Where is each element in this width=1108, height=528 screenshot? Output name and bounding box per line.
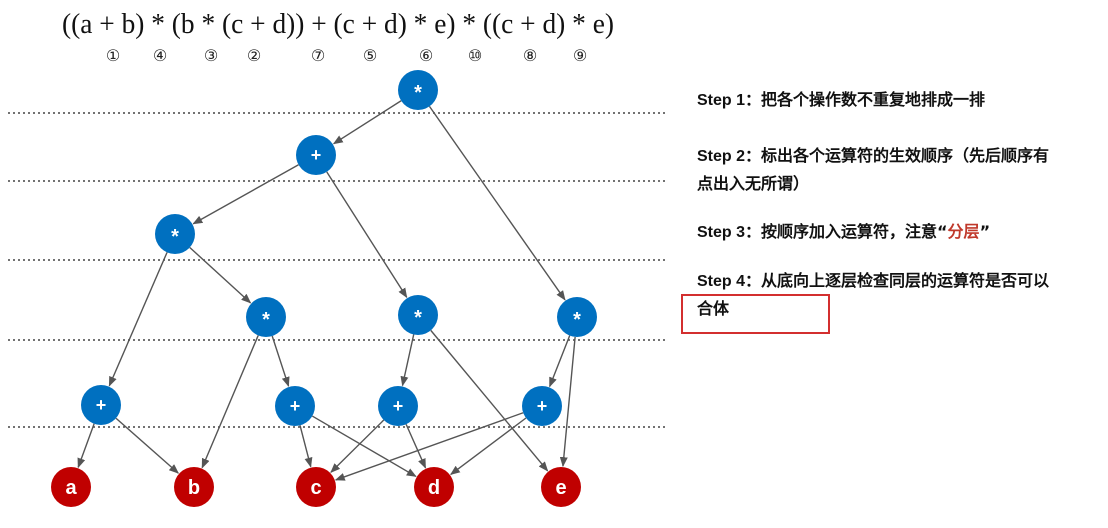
- node-label: e: [555, 477, 566, 499]
- operator-circle: [378, 386, 418, 426]
- operand-circle: [51, 467, 91, 507]
- edge-n9-d: [405, 423, 427, 469]
- edge-n10-d: [449, 417, 527, 475]
- step-2: Step 2：标出各个运算符的生效顺序（先后顺序有点出入无所谓）: [697, 142, 1062, 197]
- operand-node-d: d: [414, 467, 454, 507]
- node-label: +: [290, 396, 301, 416]
- edge-n4-b: [201, 335, 259, 469]
- node-label: *: [262, 309, 270, 331]
- node-label: b: [188, 477, 200, 499]
- step-4: Step 4：从底向上逐层检查同层的运算符是否可以合体: [697, 267, 1062, 322]
- operand-node-c: c: [296, 467, 336, 507]
- edge-n2-n5: [326, 171, 408, 299]
- node-label: +: [537, 396, 548, 416]
- edge-n5-n9: [400, 334, 415, 387]
- edge-n3-n4: [189, 246, 252, 304]
- edge-n9-c: [330, 419, 385, 473]
- operator-node: *: [557, 297, 597, 337]
- operator-circle: [155, 214, 195, 254]
- operand-circle: [174, 467, 214, 507]
- operand-circle: [541, 467, 581, 507]
- step-3-quote-open: “: [937, 222, 948, 241]
- order-marker: ①: [106, 46, 120, 65]
- operator-node: +: [81, 385, 121, 425]
- step-1: Step 1：把各个操作数不重复地排成一排: [697, 86, 985, 114]
- edge-n8-c: [299, 425, 313, 468]
- edge-n1-n2: [332, 100, 402, 145]
- node-label: +: [311, 145, 322, 165]
- edge-n7-a: [77, 423, 95, 469]
- order-marker: ⑨: [573, 46, 587, 65]
- operator-node: *: [398, 295, 438, 335]
- operand-node-b: b: [174, 467, 214, 507]
- step-1-text: ：把各个操作数不重复地排成一排: [745, 90, 986, 109]
- operator-circle: [522, 386, 562, 426]
- operator-circle: [81, 385, 121, 425]
- order-marker: ⑧: [523, 46, 537, 65]
- edge-n2-n3: [192, 164, 299, 225]
- edge-n10-c: [334, 412, 524, 481]
- node-label: *: [414, 307, 422, 329]
- operator-circle: [275, 386, 315, 426]
- highlight-box: [681, 294, 830, 334]
- node-label: *: [573, 309, 581, 331]
- operator-node: *: [155, 214, 195, 254]
- operator-node: +: [296, 135, 336, 175]
- node-label: *: [414, 82, 422, 104]
- operator-node: +: [378, 386, 418, 426]
- node-label: +: [96, 395, 107, 415]
- order-marker: ③: [204, 46, 218, 65]
- order-marker: ⑦: [311, 46, 325, 65]
- edge-n4-n8: [271, 335, 290, 387]
- operator-circle: [398, 70, 438, 110]
- order-marker: ⑥: [419, 46, 433, 65]
- step-3-highlight: 分层: [947, 222, 980, 241]
- edge-n1-n6: [428, 105, 566, 301]
- step-4-text: ：从底向上逐层检查同层的运算符是否可以合体: [697, 271, 1050, 318]
- operator-circle: [398, 295, 438, 335]
- edge-n7-b: [115, 417, 179, 474]
- step-2-title: Step 2: [697, 148, 746, 165]
- operator-node: *: [398, 70, 438, 110]
- operator-circle: [246, 297, 286, 337]
- step-3-quote-close: ”: [979, 222, 991, 241]
- step-3-text: ：按顺序加入运算符，注意: [745, 222, 938, 241]
- node-label: a: [65, 477, 77, 499]
- edge-n5-e: [430, 329, 549, 472]
- operator-circle: [296, 135, 336, 175]
- step-3: Step 3：按顺序加入运算符，注意“分层”: [697, 218, 990, 246]
- order-marker: ④: [153, 46, 167, 65]
- order-marker: ⑤: [363, 46, 377, 65]
- operand-node-a: a: [51, 467, 91, 507]
- step-2-text: ：标出各个运算符的生效顺序（先后顺序有点出入无所谓）: [697, 146, 1050, 193]
- operand-node-e: e: [541, 467, 581, 507]
- operand-circle: [414, 467, 454, 507]
- expression-text: ((a + b) * (b * (c + d)) + (c + d) * e) …: [62, 8, 614, 40]
- operand-circle: [296, 467, 336, 507]
- operator-node: *: [246, 297, 286, 337]
- step-3-title: Step 3: [697, 224, 746, 241]
- edge-n6-e: [559, 336, 576, 468]
- operator-circle: [557, 297, 597, 337]
- node-label: +: [393, 396, 404, 416]
- node-label: *: [171, 226, 179, 248]
- order-markers: ① ④ ③ ② ⑦ ⑤ ⑥ ⑩ ⑧ ⑨: [106, 46, 587, 65]
- nodes: * + * * * * + + + + a b c d e: [51, 70, 597, 507]
- operator-node: +: [275, 386, 315, 426]
- order-marker: ②: [247, 46, 261, 65]
- edges: [77, 100, 576, 481]
- operator-node: +: [522, 386, 562, 426]
- node-label: d: [428, 477, 440, 499]
- node-label: c: [310, 477, 321, 499]
- order-marker: ⑩: [468, 46, 482, 65]
- edge-n3-n7: [108, 252, 168, 387]
- edge-n6-n10: [549, 335, 571, 388]
- step-4-title: Step 4: [697, 273, 746, 290]
- edge-n8-d: [311, 415, 417, 478]
- level-separators: [8, 112, 668, 428]
- step-1-title: Step 1: [697, 92, 746, 109]
